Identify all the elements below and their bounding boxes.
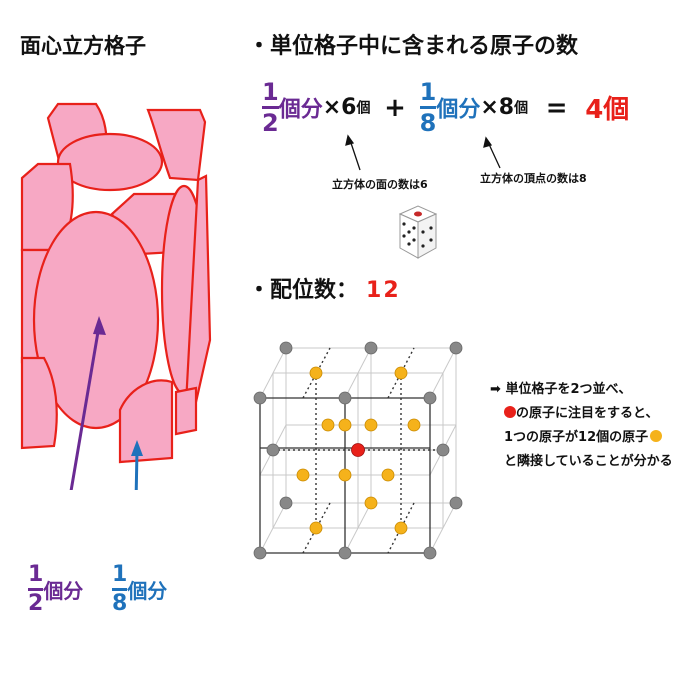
half-atom-arrow xyxy=(69,325,101,490)
center-atom xyxy=(351,443,365,457)
note-arrows xyxy=(345,134,501,171)
page-title: 面心立方格子 xyxy=(20,34,146,58)
corner-piece xyxy=(174,386,198,436)
coordination-number-heading: ・配位数：12 xyxy=(248,278,401,303)
corner-piece xyxy=(146,108,207,182)
cell-edge-fill xyxy=(184,174,212,406)
corner-piece xyxy=(118,379,174,464)
red-atom-icon xyxy=(504,406,516,418)
arrow-right-icon: ➡ xyxy=(490,382,501,397)
explanation-line-2: の原子に注目をすると、 xyxy=(490,402,673,426)
atom-count-heading: ・単位格子中に含まれる原子の数 xyxy=(248,34,579,59)
dice-icon xyxy=(398,205,438,259)
corner-piece xyxy=(20,356,58,450)
coordination-number-value: 12 xyxy=(366,278,401,303)
face-half-atom-top xyxy=(56,132,164,192)
coordination-explanation: ➡ 単位格子を2つ並べ、 の原子に注目をすると、 1つの原子が12個の原子 と隣… xyxy=(490,378,673,474)
vertices-note: 立方体の頂点の数は8 xyxy=(480,172,587,185)
gold-atom-icon xyxy=(650,430,663,442)
explanation-line-3: 1つの原子が12個の原子 xyxy=(490,426,673,450)
faces-note: 立方体の面の数は6 xyxy=(332,178,428,191)
explanation-line-4: と隣接していることが分かる xyxy=(504,454,673,469)
half-atom-arrowhead xyxy=(93,316,106,335)
explanation-line-1: ➡ 単位格子を2つ並べ、 xyxy=(490,382,632,397)
fcc-unit-cell-illustration xyxy=(20,102,212,490)
eighth-atom-arrow xyxy=(134,449,139,490)
face-half-atom-front xyxy=(32,210,160,430)
eighth-atom-arrowhead xyxy=(131,440,143,456)
